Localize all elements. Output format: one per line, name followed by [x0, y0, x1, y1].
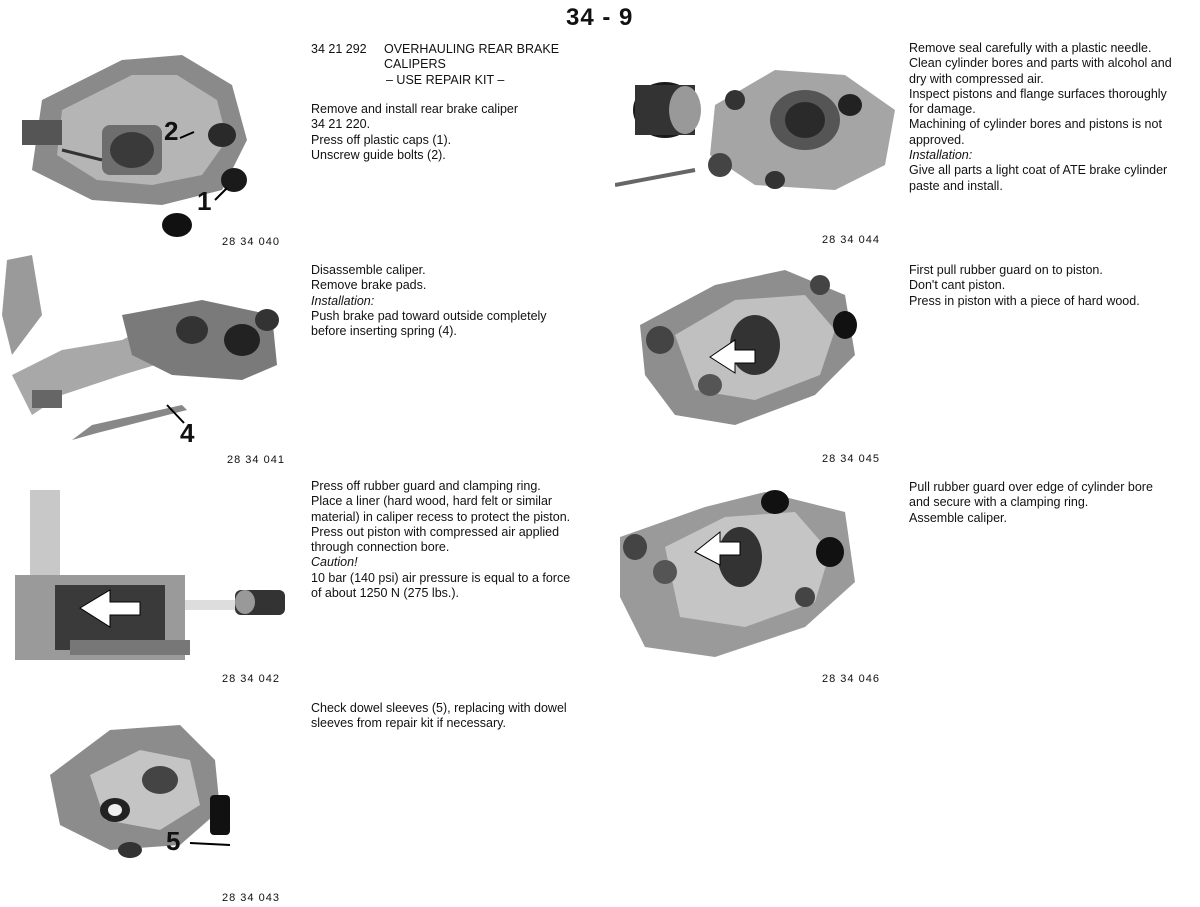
- text-line: Press out piston with compressed air app…: [311, 524, 560, 539]
- text-line: Installation:: [311, 293, 375, 308]
- text-line: Assemble caliper.: [909, 510, 1007, 525]
- text-line: before inserting spring (4).: [311, 324, 457, 339]
- photo-rubber-guard-on-piston: [635, 265, 865, 430]
- heading-title: OVERHAULING REAR BRAKE CALIPERS – USE RE…: [384, 42, 559, 88]
- instruction-text: First pull rubber guard on to piston. Do…: [909, 263, 1140, 309]
- text-line: Caution!: [311, 555, 358, 570]
- figure-code: 28 34 044: [822, 234, 880, 246]
- text-line: Push brake pad toward outside completely: [311, 308, 547, 323]
- text-line: dry with compressed air.: [909, 71, 1044, 86]
- text-line: Remove and install rear brake caliper: [311, 102, 519, 116]
- callout-1: 1: [197, 186, 212, 216]
- text-line: material) in caliper recess to protect t…: [311, 509, 571, 524]
- heading-title-line: CALIPERS: [384, 57, 446, 72]
- figure-code: 28 34 045: [822, 453, 880, 465]
- callout-4: 4: [180, 418, 195, 448]
- text-line: Remove seal carefully with a plastic nee…: [909, 41, 1152, 55]
- text-line: Installation:: [909, 148, 973, 163]
- text-line: Unscrew guide bolts (2).: [311, 147, 446, 162]
- instruction-text: Pull rubber guard over edge of cylinder …: [909, 480, 1153, 526]
- text-line: Press off rubber guard and clamping ring…: [311, 479, 541, 493]
- text-line: Clean cylinder bores and parts with alco…: [909, 56, 1172, 71]
- instruction-text: Press off rubber guard and clamping ring…: [311, 479, 570, 601]
- text-line: sleeves from repair kit if necessary.: [311, 716, 506, 731]
- text-line: Remove brake pads.: [311, 278, 427, 293]
- heading-code: 34 21 292: [311, 42, 367, 56]
- photo-caliper-disassembled: [2, 255, 282, 455]
- text-line: Press off plastic caps (1).: [311, 132, 452, 147]
- figure-code: 28 34 042: [222, 673, 280, 685]
- text-line: 10 bar (140 psi) air pressure is equal t…: [311, 570, 571, 585]
- photo-cleaned-caliper-parts: [615, 55, 900, 205]
- instruction-text: Disassemble caliper. Remove brake pads. …: [311, 263, 547, 339]
- text-line: Place a liner (hard wood, hard felt or s…: [311, 494, 553, 509]
- text-line: Don't cant piston.: [909, 278, 1006, 293]
- text-line: approved.: [909, 132, 965, 147]
- text-line: Machining of cylinder bores and pistons …: [909, 117, 1162, 132]
- text-line: Disassemble caliper.: [311, 263, 426, 277]
- heading-title-line: OVERHAULING REAR BRAKE: [384, 42, 560, 56]
- text-line: 34 21 220.: [311, 117, 371, 132]
- figure-code: 28 34 041: [227, 454, 285, 466]
- text-line: through connection bore.: [311, 540, 450, 555]
- text-line: Check dowel sleeves (5), replacing with …: [311, 701, 567, 715]
- heading-title-line: – USE REPAIR KIT –: [386, 72, 505, 87]
- callout-2: 2: [164, 116, 179, 146]
- photo-piston-removal: [10, 490, 290, 670]
- figure-code: 28 34 040: [222, 236, 280, 248]
- text-line: Inspect pistons and flange surfaces thor…: [909, 86, 1167, 101]
- text-line: for damage.: [909, 102, 976, 117]
- callout-5: 5: [166, 826, 181, 856]
- figure-code: 28 34 046: [822, 673, 880, 685]
- instruction-text: Remove seal carefully with a plastic nee…: [909, 41, 1172, 194]
- figure-code: 28 34 043: [222, 892, 280, 904]
- text-line: of about 1250 N (275 lbs.).: [311, 586, 460, 601]
- text-line: Pull rubber guard over edge of cylinder …: [909, 480, 1153, 494]
- text-line: First pull rubber guard on to piston.: [909, 263, 1103, 277]
- text-line: paste and install.: [909, 178, 1003, 193]
- photo-dowel-sleeves: [30, 715, 250, 865]
- photo-assembled-caliper: [615, 487, 860, 662]
- text-line: and secure with a clamping ring.: [909, 495, 1089, 510]
- instruction-text: Check dowel sleeves (5), replacing with …: [311, 701, 567, 732]
- text-line: Give all parts a light coat of ATE brake…: [909, 163, 1168, 178]
- text-line: Press in piston with a piece of hard woo…: [909, 293, 1140, 308]
- page-number: 34 - 9: [566, 4, 634, 31]
- photo-caliper-mounted: [2, 40, 272, 240]
- instruction-text: Remove and install rear brake caliper 34…: [311, 102, 518, 163]
